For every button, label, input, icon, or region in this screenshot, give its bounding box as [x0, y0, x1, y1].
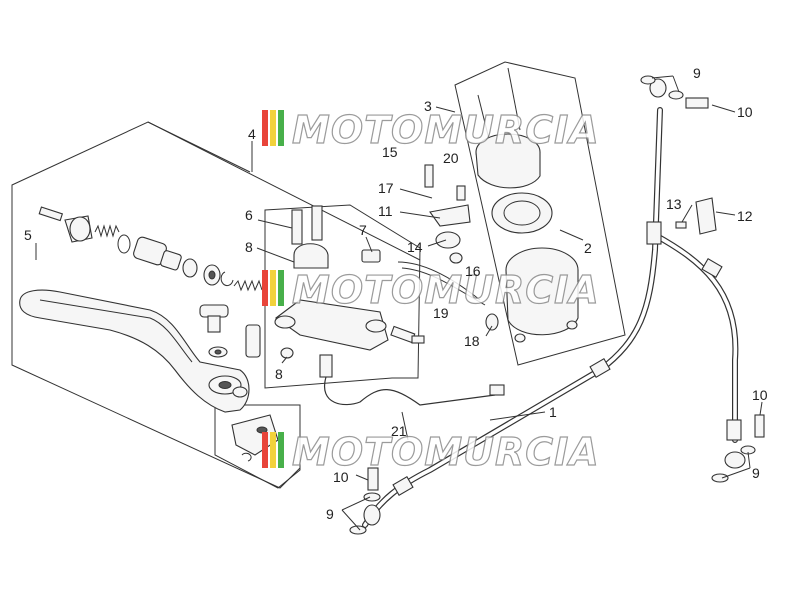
callout-7: 7 [359, 222, 367, 238]
stop-light-switch [361, 249, 425, 344]
brake-hose [362, 107, 742, 528]
watermark-stripe-red [262, 432, 268, 468]
callout-6: 6 [245, 207, 253, 223]
callout-15: 15 [382, 144, 398, 160]
callout-21: 21 [391, 423, 407, 439]
fluid-reservoir [475, 67, 579, 343]
callout-18: 18 [464, 333, 480, 349]
callout-13: 13 [666, 196, 682, 212]
hose-bracket [675, 197, 717, 235]
watermark-text: MOTOMURCIA [292, 430, 600, 474]
group-box-clamp-assembly [264, 204, 421, 389]
hose-fittings [349, 75, 765, 535]
callout-20: 20 [443, 150, 459, 166]
callout-1: 1 [549, 404, 557, 420]
group-box-lever-bracket [214, 404, 301, 489]
callout-10-bottom: 10 [333, 469, 349, 485]
reservoir-hardware [397, 164, 499, 331]
group-box-lever-assembly [11, 121, 421, 489]
callout-8: 8 [245, 239, 253, 255]
brake-lever [19, 289, 250, 413]
callout-12: 12 [737, 208, 753, 224]
callout-9-right: 9 [752, 465, 760, 481]
watermark-text: MOTOMURCIA [292, 268, 600, 312]
callout-14: 14 [407, 239, 423, 255]
master-cylinder-internals [38, 206, 263, 358]
callout-9: 9 [693, 65, 701, 81]
callout-19: 19 [433, 305, 449, 321]
watermark-stripe-yellow [270, 270, 276, 306]
callout-8-lower: 8 [275, 366, 283, 382]
watermark-stripe-red [262, 110, 268, 146]
callout-labels: 9 10 3 4 15 20 17 11 6 7 5 8 14 16 2 13 … [24, 65, 768, 522]
watermark-top: MOTOMURCIA [262, 107, 600, 153]
callout-16: 16 [465, 263, 481, 279]
watermark-stripe-red [262, 270, 268, 306]
leader-lines [35, 75, 763, 531]
watermark-bottom: MOTOMURCIA [262, 429, 600, 475]
callout-3: 3 [424, 98, 432, 114]
watermark-stripe-green [278, 432, 284, 468]
switch-wire [319, 354, 505, 406]
watermark-middle: MOTOMURCIA [262, 267, 600, 313]
handlebar-clamp [274, 205, 389, 359]
callout-5: 5 [24, 227, 32, 243]
watermark-stripe-green [278, 270, 284, 306]
callout-17: 17 [378, 180, 394, 196]
watermark-stripe-yellow [270, 110, 276, 146]
watermark-stripe-yellow [270, 432, 276, 468]
watermark-stripe-green [278, 110, 284, 146]
watermark-text: MOTOMURCIA [292, 108, 600, 152]
callout-4: 4 [248, 126, 256, 142]
callout-10: 10 [737, 104, 753, 120]
callout-9-bottom: 9 [326, 506, 334, 522]
callout-2: 2 [584, 240, 592, 256]
callout-11: 11 [378, 203, 393, 219]
callout-10-right: 10 [752, 387, 768, 403]
